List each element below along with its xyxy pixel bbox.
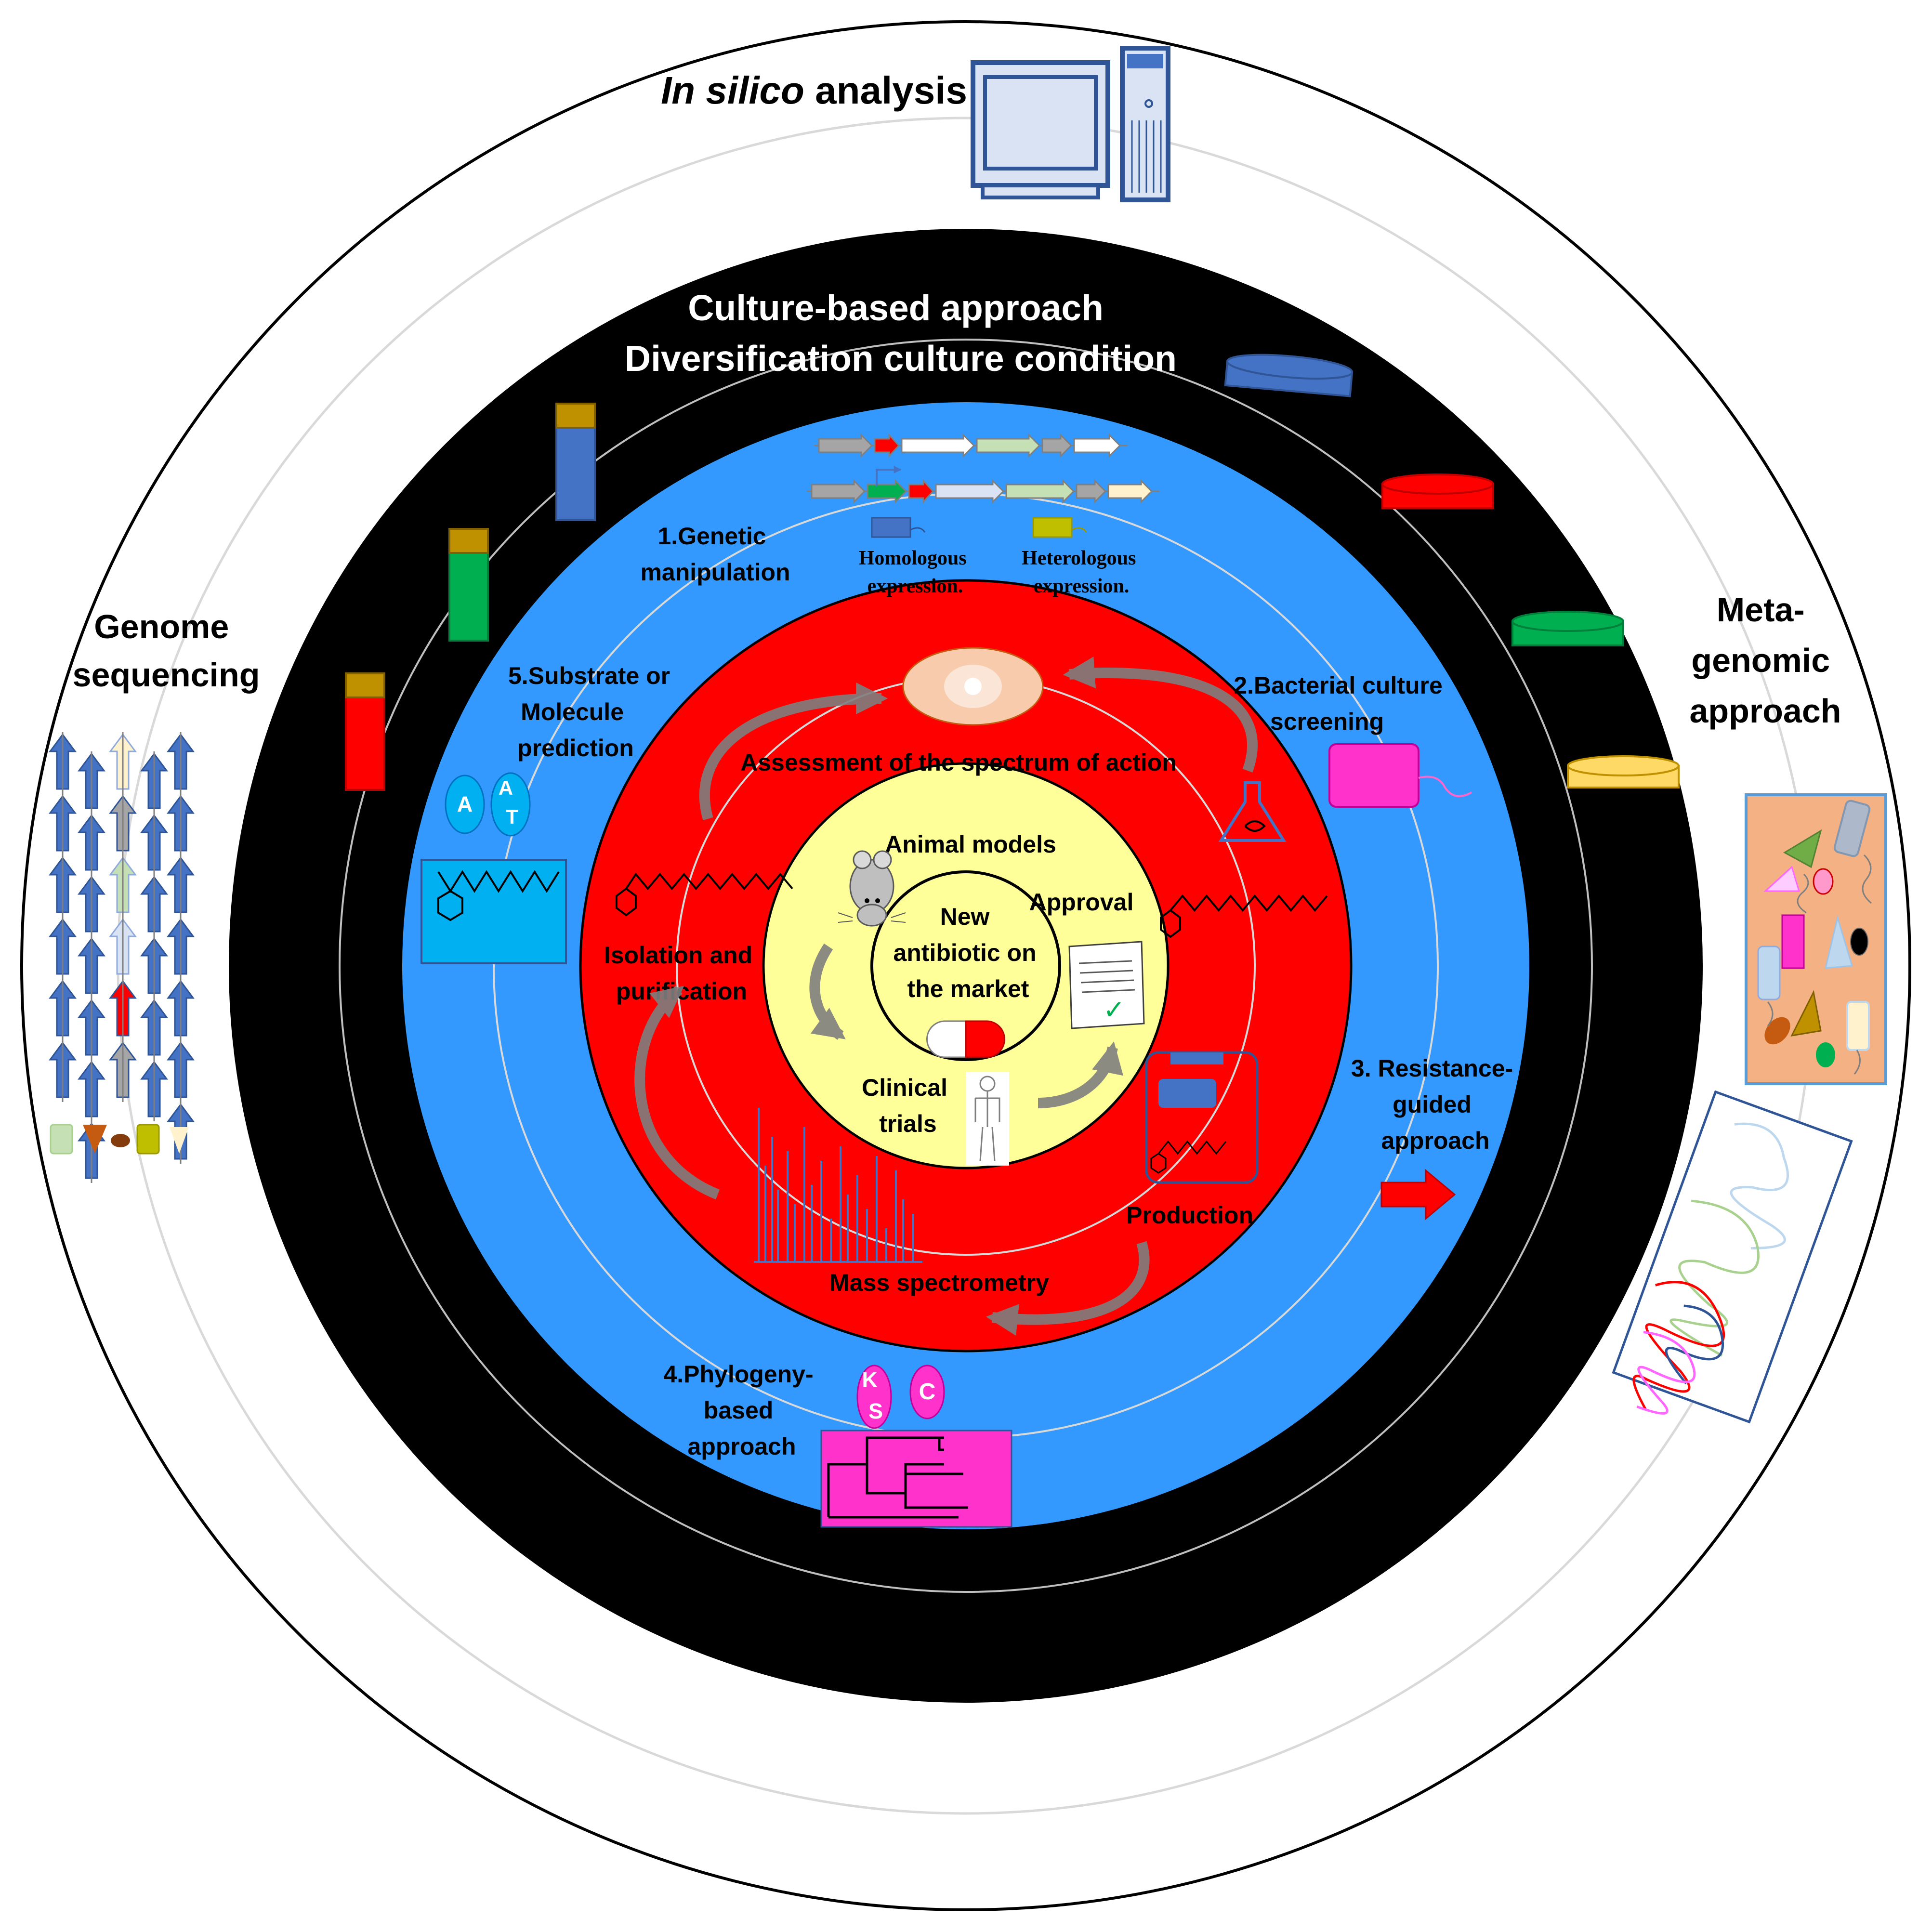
- culture-tube-blue-icon: [555, 403, 596, 521]
- c-domain-icon: C: [909, 1365, 945, 1419]
- bacterial-cell-icon: [1328, 743, 1472, 808]
- bioreactor-icon: [1145, 1051, 1259, 1184]
- mass-spectrum-icon: [754, 1108, 922, 1263]
- svg-text:A T: A T: [499, 776, 518, 828]
- gene-arrow: [1076, 479, 1107, 504]
- substrate-prediction-label: 5.Substrate or Molecule prediction: [508, 662, 677, 762]
- approval-label: Approval: [1029, 889, 1134, 916]
- petri-dish-yellow-icon: [1567, 755, 1680, 788]
- compound-structure-right-icon: [1160, 894, 1328, 938]
- petri-dish-red-icon: [1381, 473, 1494, 509]
- svg-text:C: C: [919, 1379, 936, 1405]
- cycle-arrow-isolation: [634, 985, 720, 1200]
- phylogenetic-tree-icon: [820, 1430, 1012, 1528]
- gene-cluster-icon: [49, 732, 195, 1183]
- center-title: New antibiotic on the market: [893, 903, 1043, 1002]
- svg-text:K S: K S: [862, 1367, 883, 1423]
- heterologous-expression-label: Heterologous expression.: [1022, 547, 1141, 597]
- gene-arrow: [818, 433, 873, 458]
- center-circle: [870, 870, 1061, 1061]
- gene-product-icons: [50, 1124, 189, 1155]
- mouse-icon: [838, 850, 906, 927]
- promoter-icon: [876, 466, 902, 486]
- resistance-arrow-icon: [1380, 1169, 1456, 1221]
- assessment-label: Assessment of the spectrum of action: [740, 749, 1177, 776]
- clinical-trials-label: Clinical trials: [862, 1074, 954, 1137]
- gene-arrow: [811, 479, 866, 504]
- approval-document-icon: ✓: [1068, 941, 1145, 1029]
- flask-icon: [1218, 781, 1287, 842]
- mass-spectrometry-label: Mass spectrometry: [829, 1269, 1049, 1296]
- gene-arrow: [1041, 433, 1073, 458]
- in-silico-title: In silico analysis: [661, 69, 967, 112]
- human-figure-icon: [966, 1072, 1009, 1166]
- genome-sequencing-label: Genome sequencing: [73, 608, 260, 694]
- metagenomic-label: Meta- genomic approach: [1689, 591, 1841, 730]
- cycle-arrow-assessment-left: [699, 683, 888, 821]
- microbial-community-panel: [1745, 793, 1887, 1085]
- cycle-arrow-approval: [1038, 1041, 1123, 1108]
- petri-dish-green-icon: [1511, 611, 1624, 646]
- gene-arrow: [935, 479, 1005, 504]
- svg-text:A: A: [457, 792, 473, 816]
- gene-arrow: [908, 479, 934, 504]
- svg-text:✓: ✓: [1103, 994, 1125, 1025]
- a-domain-icon: A: [445, 775, 485, 834]
- homologous-expression-label: Homologous expression.: [859, 547, 972, 597]
- gene-arrow: [901, 433, 975, 458]
- production-label: Production: [1126, 1202, 1253, 1229]
- gene-arrow: [1073, 433, 1121, 458]
- at-domain-icon: A T: [490, 772, 531, 837]
- culture-ring-guide: [339, 339, 1593, 1593]
- genetic-manipulation-label: 1.Genetic manipulation: [640, 523, 790, 586]
- phylogeny-based-label: 4.Phylogeny- based approach: [663, 1361, 820, 1460]
- gene-arrow: [1107, 479, 1153, 504]
- computer-icon: [971, 46, 1170, 202]
- heterologous-host-icon: [1032, 517, 1087, 538]
- cycle-arrow-production: [986, 1241, 1150, 1336]
- petri-dish-blue-icon: [1224, 354, 1354, 397]
- culture-ring-title: Culture-based approach Diversification c…: [625, 288, 1177, 379]
- gene-arrow: [874, 433, 900, 458]
- substrate-molecule-icon: [421, 859, 567, 964]
- culture-tube-green-icon: [448, 528, 489, 642]
- culture-tube-red-icon: [345, 672, 385, 791]
- agar-diffusion-icon: [902, 647, 1044, 726]
- bacterial-screening-label: 2.Bacterial culture screening: [1234, 672, 1449, 735]
- cycle-arrow-animal: [809, 943, 846, 1040]
- cycle-arrow-assessment-right: [1063, 657, 1258, 773]
- ks-domain-icon: K S: [856, 1365, 892, 1429]
- dna-fragments-panel: [1612, 1090, 1853, 1424]
- resistance-guided-label: 3. Resistance- guided approach: [1351, 1055, 1520, 1154]
- compound-structure-left-icon: [616, 872, 793, 917]
- homologous-host-icon: [871, 517, 926, 538]
- gene-arrow: [976, 433, 1041, 458]
- capsule-pill-icon: [926, 1020, 1005, 1058]
- animal-models-label: Animal models: [885, 831, 1056, 858]
- gene-arrow: [1005, 479, 1075, 504]
